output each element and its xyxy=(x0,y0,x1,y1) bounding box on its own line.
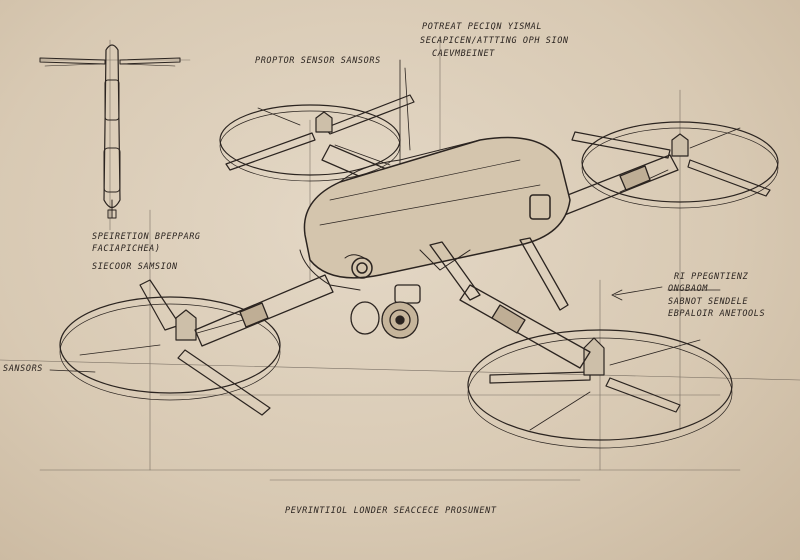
landing-legs xyxy=(429,237,569,311)
annotation-top-center: PROPTOR SENSOR SANSORS xyxy=(255,56,381,66)
top-view-drone xyxy=(39,44,181,219)
annotation-left-3: SIECOOR SAMSION xyxy=(92,262,178,272)
rotor-bottom-right xyxy=(467,329,733,449)
annotation-right-3: SABNOT SENDELE xyxy=(668,297,749,307)
gimbal-camera xyxy=(350,284,421,339)
rotor-bottom-left xyxy=(59,279,281,416)
annotation-left-2: FACIAPICHEA) xyxy=(92,244,161,254)
rotor-top-left xyxy=(219,94,415,182)
annotation-top-right-2: SECAPICEN/ATTTING OPH SION xyxy=(420,36,569,46)
annotation-right-2: ONGBAOM xyxy=(668,284,709,294)
annotation-top-right-1: POTREAT PECIQN YISMAL xyxy=(422,22,543,32)
annotation-left-1: SPEIRETION BPEPPARG xyxy=(92,232,201,242)
annotation-right-1: RI PPEGNTIENZ xyxy=(674,272,749,282)
annotation-right-4: EBPALOIR ANETOOLS xyxy=(668,309,766,319)
annotation-bottom: PEVRINTIIOL LONDER SEACCECE PROSUNENT xyxy=(285,506,497,516)
rotor-top-right xyxy=(571,121,779,209)
annotation-top-right-3: CAEVMBEINET xyxy=(432,49,495,59)
drone-body xyxy=(299,136,571,291)
leader-lines xyxy=(49,59,663,373)
annotation-sensors: SANSORS xyxy=(3,364,44,374)
